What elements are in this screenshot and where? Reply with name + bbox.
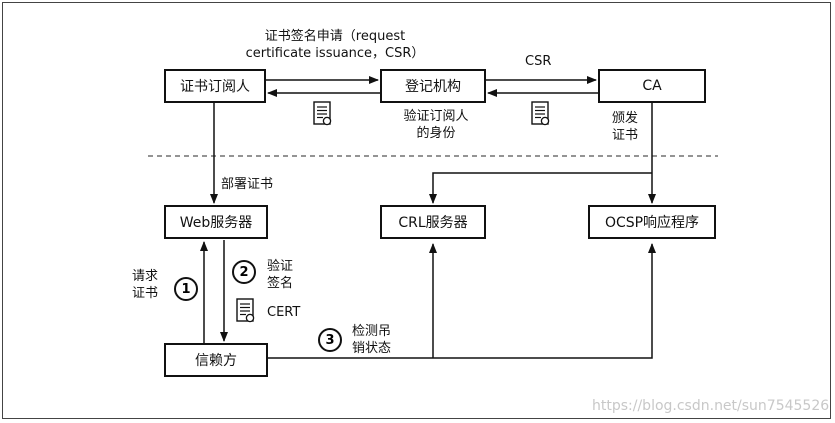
label-csr-request-line2: certificate issuance，CSR） — [245, 46, 425, 61]
certificate-icon — [531, 101, 550, 126]
label-verify-identity: 验证订阅人 的身份 — [388, 108, 484, 142]
label-verify-identity-line1: 验证订阅人 — [403, 109, 469, 124]
node-web-server: Web服务器 — [164, 205, 268, 239]
certificate-icon — [236, 298, 255, 323]
label-verify-identity-line2: 的身份 — [416, 126, 456, 141]
node-crl-server: CRL服务器 — [380, 205, 486, 239]
label-csr: CSR — [525, 54, 552, 69]
arrow-ca-to-crl — [429, 172, 652, 204]
label-request-cert-line2: 证书 — [132, 286, 159, 301]
label-request-cert-line1: 请求 — [132, 269, 159, 284]
label-csr-request-line1: 证书签名申请（request — [264, 29, 406, 44]
step-1-badge: 1 — [174, 277, 198, 301]
node-subscriber: 证书订阅人 — [164, 69, 266, 103]
step-2-badge: 2 — [232, 260, 256, 284]
label-issue-cert-line1: 颁发 — [612, 111, 639, 126]
label-csr-request: 证书签名申请（request certificate issuance，CSR） — [220, 28, 450, 62]
label-verify-signature: 验证 签名 — [267, 258, 293, 292]
step-3-badge: 3 — [318, 328, 342, 352]
node-registration: 登记机构 — [380, 69, 486, 103]
label-issue-cert-line2: 证书 — [612, 128, 639, 143]
watermark-text: https://blog.csdn.net/sun7545526 — [592, 398, 830, 414]
node-ocsp: OCSP响应程序 — [588, 205, 716, 239]
label-check-revocation-line1: 检测吊 — [352, 324, 392, 339]
node-ca: CA — [598, 69, 706, 103]
label-deploy-cert: 部署证书 — [221, 177, 274, 192]
label-verify-signature-line2: 签名 — [267, 276, 294, 291]
label-check-revocation: 检测吊 销状态 — [352, 323, 391, 357]
label-verify-signature-line1: 验证 — [267, 259, 294, 274]
label-check-revocation-line2: 销状态 — [352, 341, 392, 356]
certificate-icon — [313, 101, 332, 126]
label-issue-cert: 颁发 证书 — [612, 110, 638, 144]
label-request-cert: 请求 证书 — [132, 268, 158, 302]
arrow-check-revocation — [268, 243, 656, 359]
diagram-frame — [2, 2, 831, 419]
label-cert: CERT — [267, 305, 301, 320]
node-relying-party: 信赖方 — [164, 343, 268, 377]
